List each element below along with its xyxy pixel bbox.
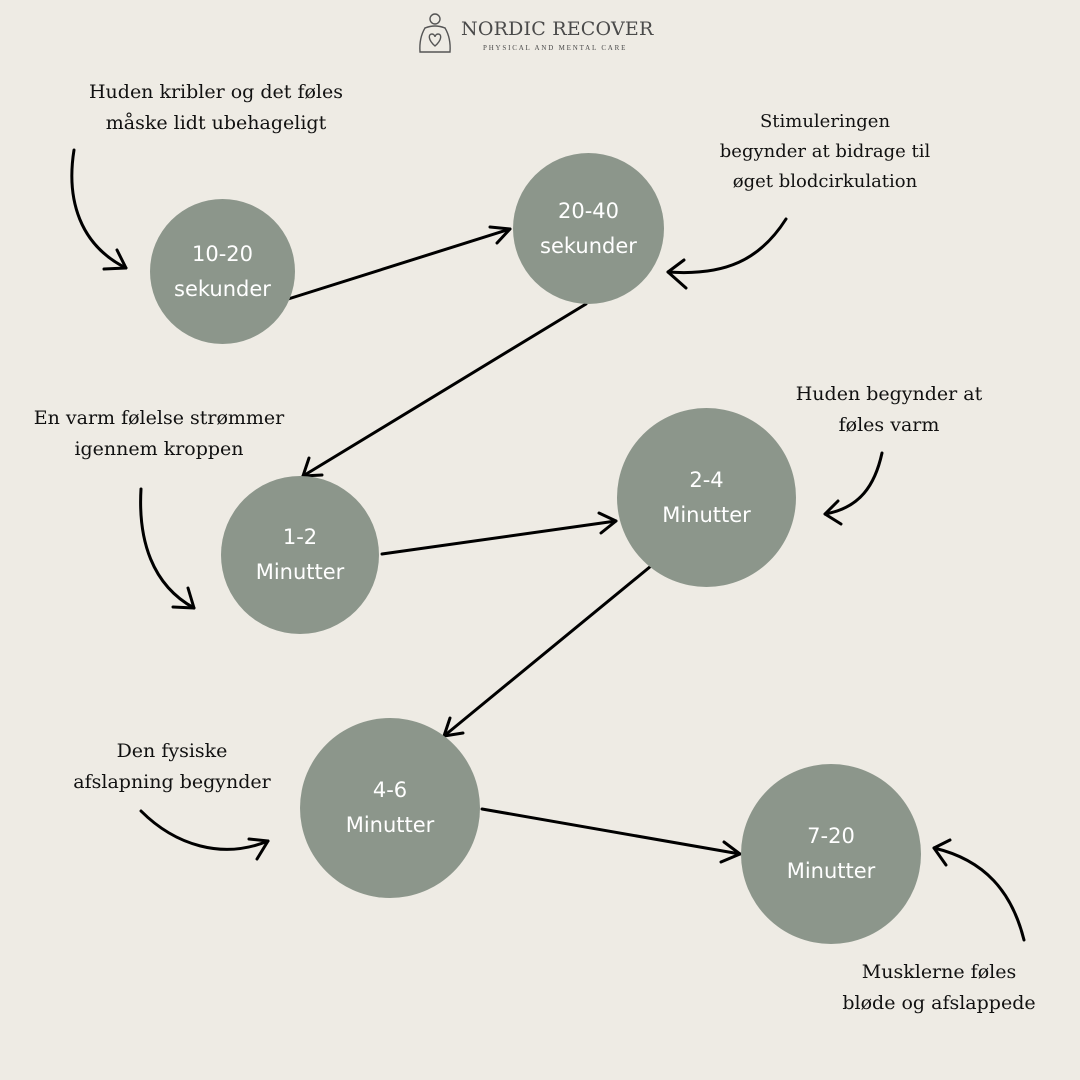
flow-arrow-2-to-3 bbox=[301, 302, 588, 478]
annotation-arrow-5 bbox=[139, 809, 270, 861]
stage-unit: Minutter bbox=[345, 813, 435, 837]
person-heart-icon bbox=[419, 13, 451, 53]
note-line: bløde og afslappede bbox=[842, 992, 1036, 1014]
stage-circle-6: 7-20 Minutter bbox=[741, 764, 921, 944]
stage-time: 7-20 bbox=[807, 824, 855, 848]
brand-name: NORDIC RECOVER bbox=[461, 18, 654, 40]
stage-circle-1: 10-20 sekunder bbox=[150, 199, 295, 344]
stage-unit: Minutter bbox=[786, 859, 876, 883]
stage-time: 4-6 bbox=[372, 778, 408, 802]
note-line: måske lidt ubehageligt bbox=[105, 112, 327, 134]
note-line: føles varm bbox=[838, 414, 940, 436]
note-line: øget blodcirkulation bbox=[732, 171, 918, 192]
note-line: igennem kroppen bbox=[74, 438, 244, 460]
note-line: Stimuleringen bbox=[759, 111, 891, 132]
stage-time: 1-2 bbox=[282, 525, 318, 549]
stage-unit: sekunder bbox=[540, 233, 637, 258]
stage-circle-5: 4-6 Minutter bbox=[300, 718, 480, 898]
flow-arrow-4-to-5 bbox=[442, 564, 653, 738]
stage-unit: Minutter bbox=[662, 502, 751, 527]
note-line: Huden kribler og det føles bbox=[88, 81, 344, 103]
stage-time: 2-4 bbox=[689, 467, 724, 492]
stage-circle-3: 1-2 Minutter bbox=[221, 476, 379, 634]
note-1: Huden kribler og det føles måske lidt ub… bbox=[26, 77, 406, 139]
stage-time: 10-20 bbox=[191, 241, 254, 266]
note-line: Musklerne føles bbox=[861, 961, 1017, 983]
note-6: Musklerne føles bløde og afslappede bbox=[826, 957, 1052, 1019]
note-line: Den fysiske bbox=[116, 740, 228, 762]
stage-circle-2: 20-40 sekunder bbox=[513, 153, 664, 304]
flow-arrow-3-to-4 bbox=[380, 511, 618, 556]
note-2: Stimuleringen begynder at bidrage til øg… bbox=[700, 107, 950, 197]
annotation-arrow-2 bbox=[666, 217, 788, 290]
note-line: afslapning begynder bbox=[73, 771, 271, 793]
note-line: begynder at bidrage til bbox=[719, 141, 931, 162]
note-line: Huden begynder at bbox=[795, 383, 983, 405]
stage-unit: Minutter bbox=[255, 560, 345, 584]
note-4: Huden begynder at føles varm bbox=[772, 379, 1006, 441]
note-3: En varm følelse strømmer igennem kroppen bbox=[8, 403, 310, 465]
note-line: En varm følelse strømmer bbox=[33, 407, 285, 429]
flow-arrow-1-to-2 bbox=[283, 225, 512, 302]
flow-arrow-5-to-6 bbox=[480, 807, 742, 864]
note-5: Den fysiske afslapning begynder bbox=[42, 736, 302, 798]
annotation-arrow-3 bbox=[139, 487, 196, 610]
brand-tagline: PHYSICAL AND MENTAL CARE bbox=[483, 44, 628, 52]
brand-logo: NORDIC RECOVER PHYSICAL AND MENTAL CARE bbox=[415, 12, 655, 58]
annotation-arrow-4 bbox=[823, 451, 884, 526]
annotation-arrow-1 bbox=[70, 148, 128, 271]
stage-time: 20-40 bbox=[557, 198, 620, 223]
annotation-arrow-6 bbox=[932, 838, 1026, 942]
stage-circle-4: 2-4 Minutter bbox=[617, 408, 796, 587]
stage-unit: sekunder bbox=[174, 276, 271, 301]
